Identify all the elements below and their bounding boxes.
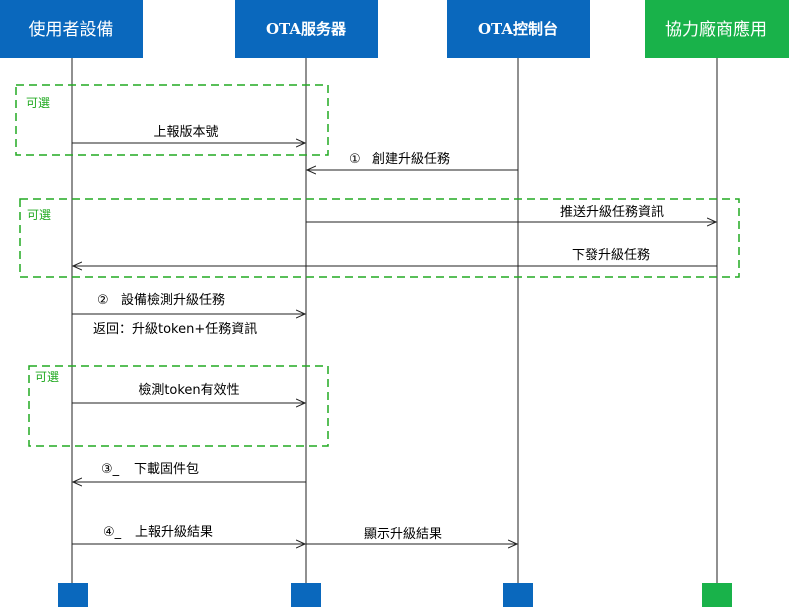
footer-device <box>58 583 88 607</box>
message-push-task-info-label: 推送升級任務資訊 <box>560 205 664 220</box>
participant-third-party-app: 協力廠商應用 <box>645 0 789 58</box>
participant-ota-console-label: OTA控制台 <box>478 20 558 38</box>
message-download-number: ③_ <box>101 462 120 477</box>
message-download-firmware: ③_ 下載固件包 <box>73 462 306 482</box>
message-device-check: ② 設備檢測升級任務 <box>72 292 305 314</box>
message-create-task-number: ① <box>349 152 361 167</box>
optional-label-1: 可選 <box>26 96 50 110</box>
message-report-version: 上報版本號 <box>72 125 305 143</box>
message-download-label: 下載固件包 <box>134 462 199 477</box>
message-validate-token-label: 檢測token有效性 <box>138 382 239 398</box>
optional-label-3: 可選 <box>35 370 59 384</box>
message-create-task: ① 創建升級任務 <box>307 152 518 170</box>
participant-third-party-app-label: 協力廠商應用 <box>665 19 767 40</box>
message-show-result-label: 顯示升級結果 <box>364 527 442 542</box>
message-show-result: 顯示升級結果 <box>306 527 517 544</box>
message-report-result-number: ④_ <box>103 525 122 540</box>
optional-box-3: 可選 <box>28 365 329 447</box>
message-device-check-label: 設備檢測升級任務 <box>121 292 225 308</box>
participant-ota-console: OTA控制台 <box>447 0 590 58</box>
message-issue-task: 下發升級任務 <box>73 248 717 266</box>
optional-box-2: 可選 <box>19 198 740 278</box>
message-report-result-label: 上報升級結果 <box>135 525 213 540</box>
participant-ota-server-label: OTA服务器 <box>266 20 347 38</box>
message-device-check-number: ② <box>97 293 109 308</box>
participant-ota-server: OTA服务器 <box>235 0 378 58</box>
footer-third-party-app <box>702 583 732 607</box>
message-push-task-info: 推送升級任務資訊 <box>306 205 716 222</box>
optional-label-2: 可選 <box>27 208 51 222</box>
footer-ota-console <box>503 583 533 607</box>
footer-ota-server <box>291 583 321 607</box>
participant-device: 使用者設備 <box>0 0 143 58</box>
participant-device-label: 使用者設備 <box>29 19 114 40</box>
message-create-task-label: 創建升級任務 <box>372 152 450 167</box>
message-validate-token: 檢測token有效性 <box>72 382 305 403</box>
message-report-result: ④_ 上報升級結果 <box>72 525 305 544</box>
message-report-version-label: 上報版本號 <box>153 125 218 140</box>
message-issue-task-label: 下發升級任務 <box>572 248 650 263</box>
optional-box-1: 可選 <box>15 84 329 156</box>
message-return-token-label: 返回：升級token+任務資訊 <box>93 322 257 337</box>
